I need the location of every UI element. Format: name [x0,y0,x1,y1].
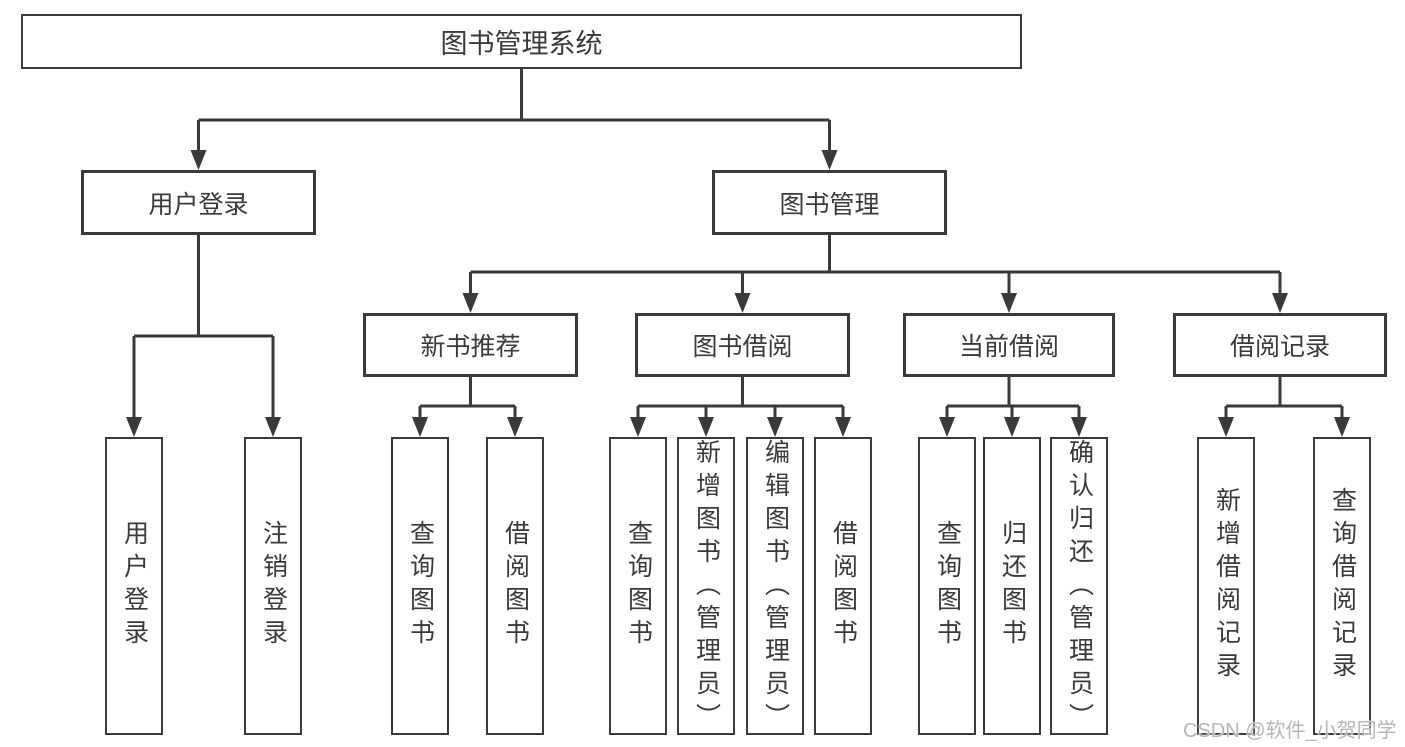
leaf-logout: 注销登录 [244,437,302,735]
node-current-borrow-label: 当前借阅 [958,333,1059,361]
leaf-add-books-admin: 新增图书（管理员） [677,437,735,736]
leaf-user-login-label: 用户登录 [120,520,149,652]
leaf-borrow-books: 借阅图书 [814,437,872,735]
leaf-add-books-admin-label: 新增图书（管理员） [692,439,721,736]
node-new-book-recommend-label: 新书推荐 [420,333,521,361]
node-book-borrow: 图书借阅 [635,313,850,377]
leaf-borrow-query-books: 查询图书 [609,437,667,735]
node-current-borrow: 当前借阅 [903,313,1115,377]
leaf-borrow-books-label: 借阅图书 [829,520,858,652]
node-user-login-label: 用户登录 [148,190,249,219]
node-book-management: 图书管理 [712,170,947,235]
node-new-book-recommend: 新书推荐 [363,313,578,377]
leaf-current-query-books: 查询图书 [918,437,976,735]
leaf-return-books: 归还图书 [983,437,1041,735]
leaf-recommend-query-books: 查询图书 [391,437,449,735]
leaf-add-borrow-record-label: 新增借阅记录 [1212,487,1241,685]
node-book-borrow-label: 图书借阅 [692,333,793,361]
leaf-current-query-books-label: 查询图书 [933,520,962,652]
node-borrow-records: 借阅记录 [1173,313,1387,377]
node-user-login: 用户登录 [81,170,316,235]
leaf-edit-books-admin: 编辑图书（管理员） [746,437,804,736]
leaf-confirm-return-admin: 确认归还（管理员） [1050,437,1108,736]
leaf-confirm-return-admin-label: 确认归还（管理员） [1065,439,1094,736]
watermark: CSDN @软件_小贺同学 [1183,720,1397,742]
leaf-query-borrow-record: 查询借阅记录 [1313,437,1371,735]
leaf-logout-label: 注销登录 [259,520,288,652]
leaf-user-login: 用户登录 [105,437,163,735]
node-root-label: 图书管理系统 [440,29,603,59]
leaf-return-books-label: 归还图书 [998,520,1027,652]
leaf-recommend-borrow-books-label: 借阅图书 [501,520,530,652]
node-book-management-label: 图书管理 [779,190,880,219]
leaf-borrow-query-books-label: 查询图书 [624,520,653,652]
arrowhead-icons [126,150,1350,437]
node-root: 图书管理系统 [21,14,1022,69]
leaf-edit-books-admin-label: 编辑图书（管理员） [761,439,790,736]
leaf-recommend-query-books-label: 查询图书 [406,520,435,652]
leaf-query-borrow-record-label: 查询借阅记录 [1328,487,1357,685]
node-borrow-records-label: 借阅记录 [1229,333,1330,361]
leaf-recommend-borrow-books: 借阅图书 [486,437,544,735]
leaf-add-borrow-record: 新增借阅记录 [1197,437,1255,735]
